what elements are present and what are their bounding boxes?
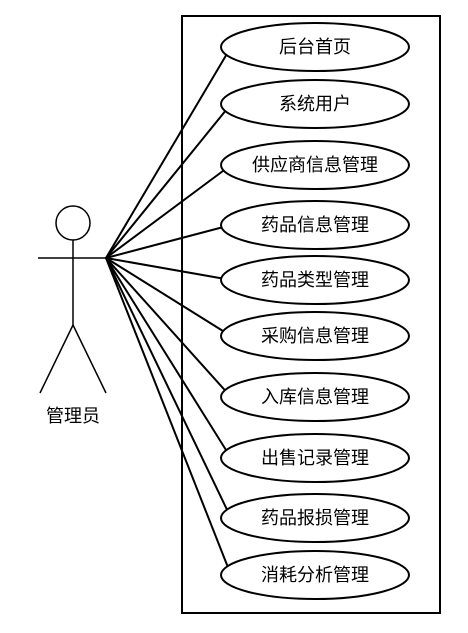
use-case-label: 药品类型管理 [261, 270, 369, 291]
association-line [105, 257, 232, 281]
associations [105, 46, 232, 576]
use-case-ellipse [220, 372, 410, 422]
association-line [105, 46, 232, 259]
use-case-ellipse [220, 493, 410, 543]
use-case-ellipse [220, 140, 410, 190]
use-case-label: 出售记录管理 [261, 448, 369, 469]
use-case-ellipse [220, 255, 410, 305]
use-case: 系统用户 [220, 79, 410, 129]
system-boundary [181, 15, 441, 614]
association-line [105, 257, 232, 576]
use-case: 供应商信息管理 [220, 140, 410, 190]
use-case-ellipse [220, 200, 410, 250]
actor-head [55, 205, 91, 241]
use-case: 出售记录管理 [220, 433, 410, 483]
use-case-ellipse [220, 79, 410, 129]
use-case-ellipse [220, 550, 410, 600]
association-line [105, 164, 232, 259]
use-case-label: 后台首页 [279, 37, 351, 58]
use-case-label: 消耗分析管理 [261, 565, 369, 586]
association-line [105, 257, 232, 519]
association-line [105, 257, 232, 459]
use-case-ellipse [220, 433, 410, 483]
association-line [105, 103, 232, 259]
use-cases: 后台首页系统用户供应商信息管理药品信息管理药品类型管理采购信息管理入库信息管理出… [220, 22, 410, 600]
use-case: 药品报损管理 [220, 493, 410, 543]
actor-left-leg [39, 324, 74, 394]
use-case-ellipse [220, 311, 410, 361]
actor-right-leg [72, 324, 107, 394]
use-case-label: 供应商信息管理 [252, 155, 378, 176]
use-case-label: 入库信息管理 [261, 387, 369, 408]
use-case-label: 药品报损管理 [261, 508, 369, 529]
association-line [105, 224, 232, 259]
use-case-label: 系统用户 [279, 94, 351, 115]
use-case: 药品类型管理 [220, 255, 410, 305]
association-line [105, 257, 232, 398]
use-case-label: 采购信息管理 [261, 326, 369, 347]
actor-label: 管理员 [46, 406, 100, 427]
association-line [105, 257, 232, 337]
use-case-ellipse [220, 22, 410, 72]
use-case-label: 药品信息管理 [261, 215, 369, 236]
actor-figure [38, 205, 108, 394]
use-case: 消耗分析管理 [220, 550, 410, 600]
use-case: 采购信息管理 [220, 311, 410, 361]
use-case: 后台首页 [220, 22, 410, 72]
use-case: 药品信息管理 [220, 200, 410, 250]
use-case: 入库信息管理 [220, 372, 410, 422]
